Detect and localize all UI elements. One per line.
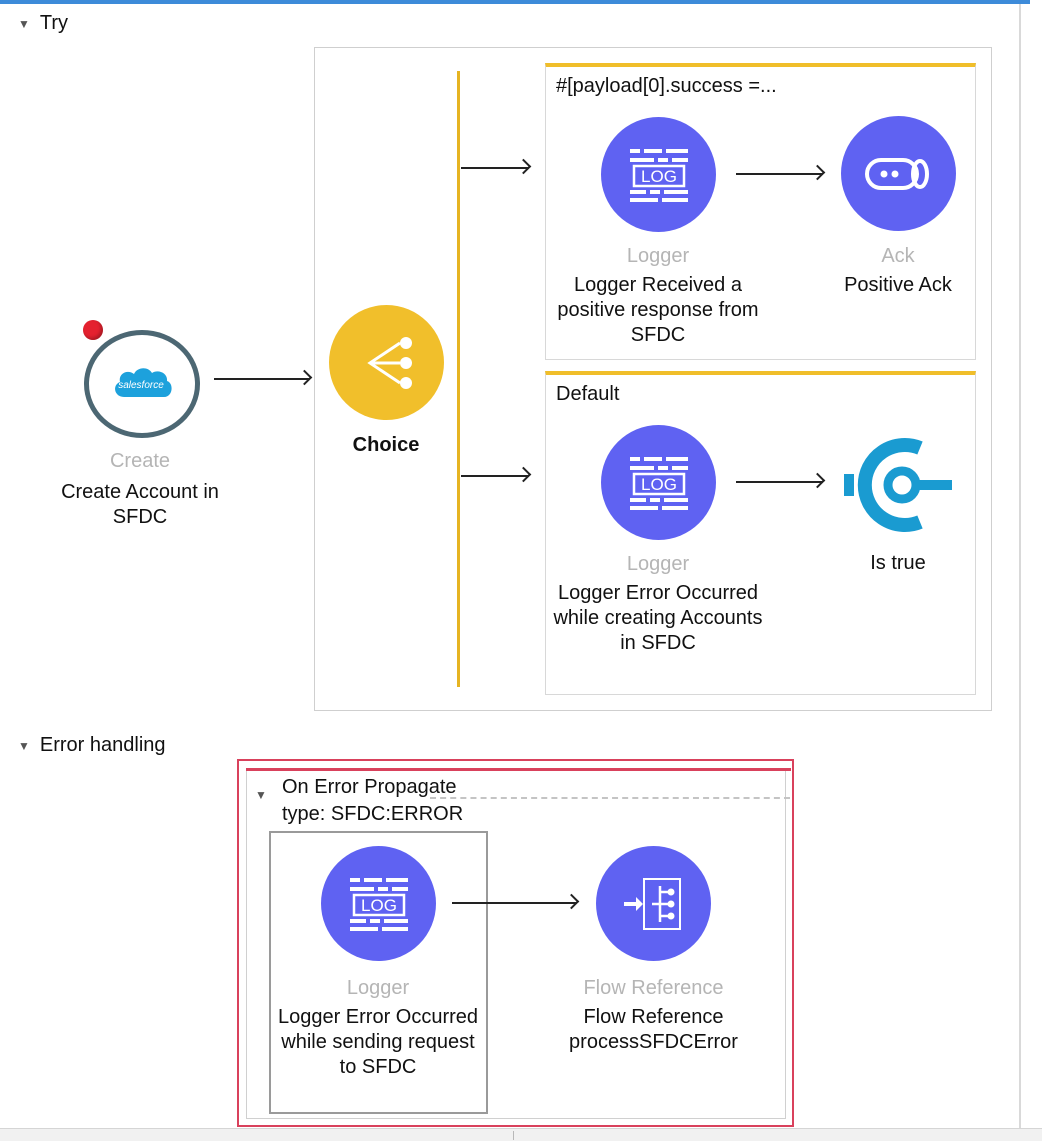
ack-icon	[864, 157, 929, 190]
choice-node[interactable]	[329, 305, 444, 420]
error-handling-section-toggle[interactable]: ▼ Error handling	[18, 734, 166, 757]
salesforce-cloud-icon: salesforce	[115, 368, 172, 397]
ack-type-label: Ack	[881, 245, 915, 267]
top-accent-bar	[0, 0, 1030, 4]
log-icon: LOG	[349, 877, 408, 931]
logger-type-label: Logger	[346, 977, 410, 999]
when-route-title: #[payload[0].success =...	[556, 75, 777, 97]
ack-node[interactable]	[841, 116, 956, 231]
try-section-toggle[interactable]: ▼ Try	[18, 12, 68, 35]
flow-reference-node[interactable]	[596, 846, 711, 961]
horizontal-scrollbar[interactable]	[0, 1128, 1042, 1141]
log-icon: LOG	[629, 148, 688, 202]
choice-branch-line	[457, 71, 460, 687]
error-handler-title: On Error Propagate	[282, 776, 457, 798]
log-icon-text: LOG	[361, 896, 397, 915]
error-handling-section-label: Error handling	[39, 734, 166, 756]
is-true-node[interactable]	[838, 430, 956, 540]
log-icon-text: LOG	[641, 167, 677, 186]
create-type-label: Create	[109, 450, 171, 472]
logger-name-label: Logger Error Occurred while sending requ…	[277, 1006, 479, 1078]
flow-arrow	[214, 378, 310, 380]
is-true-name-label: Is true	[870, 552, 926, 574]
route-arrow-2	[461, 475, 529, 477]
collapse-triangle-icon: ▼	[18, 16, 30, 31]
error-handler-top-bar	[246, 768, 791, 771]
flow-reference-name-label: Flow Reference processSFDCError	[569, 1006, 738, 1053]
log-icon: LOG	[629, 456, 688, 510]
error-handler-dashed-divider	[430, 797, 790, 799]
choice-name-label: Choice	[352, 434, 420, 456]
default-route-title: Default	[556, 383, 620, 405]
route-arrow-1	[461, 167, 529, 169]
ack-name-label: Positive Ack	[844, 274, 952, 296]
logger-type-label: Logger	[626, 245, 690, 267]
choice-router-icon	[366, 336, 412, 389]
logger-name-label: Logger Received a positive response from…	[557, 274, 759, 346]
logger-node-positive[interactable]: LOG	[601, 117, 716, 232]
flow-arrow	[452, 902, 577, 904]
create-account-node[interactable]: salesforce	[84, 330, 200, 438]
error-handler-selection-frame[interactable]	[237, 759, 794, 1127]
logger-type-label: Logger	[626, 553, 690, 575]
validation-icon	[844, 438, 952, 532]
flow-reference-icon	[623, 877, 681, 930]
logger-node-default[interactable]: LOG	[601, 425, 716, 540]
flow-arrow	[736, 481, 823, 483]
flow-reference-type-label: Flow Reference	[583, 977, 724, 999]
logger-node-error[interactable]: LOG	[321, 846, 436, 961]
flow-arrow	[736, 173, 823, 175]
breakpoint-dot[interactable]	[83, 320, 103, 340]
try-section-label: Try	[39, 12, 69, 34]
collapse-triangle-icon[interactable]: ▼	[255, 788, 267, 802]
create-name-label: Create Account in SFDC	[61, 481, 219, 528]
logger-name-label: Logger Error Occurred while creating Acc…	[553, 582, 763, 654]
collapse-triangle-icon: ▼	[18, 738, 30, 753]
salesforce-icon-text: salesforce	[118, 380, 164, 391]
log-icon-text: LOG	[641, 475, 677, 494]
scrollbar-divider	[513, 1131, 514, 1140]
canvas-right-edge	[1019, 4, 1021, 1128]
default-route-container[interactable]: Default	[545, 371, 976, 695]
error-handler-type: type: SFDC:ERROR	[282, 803, 464, 825]
